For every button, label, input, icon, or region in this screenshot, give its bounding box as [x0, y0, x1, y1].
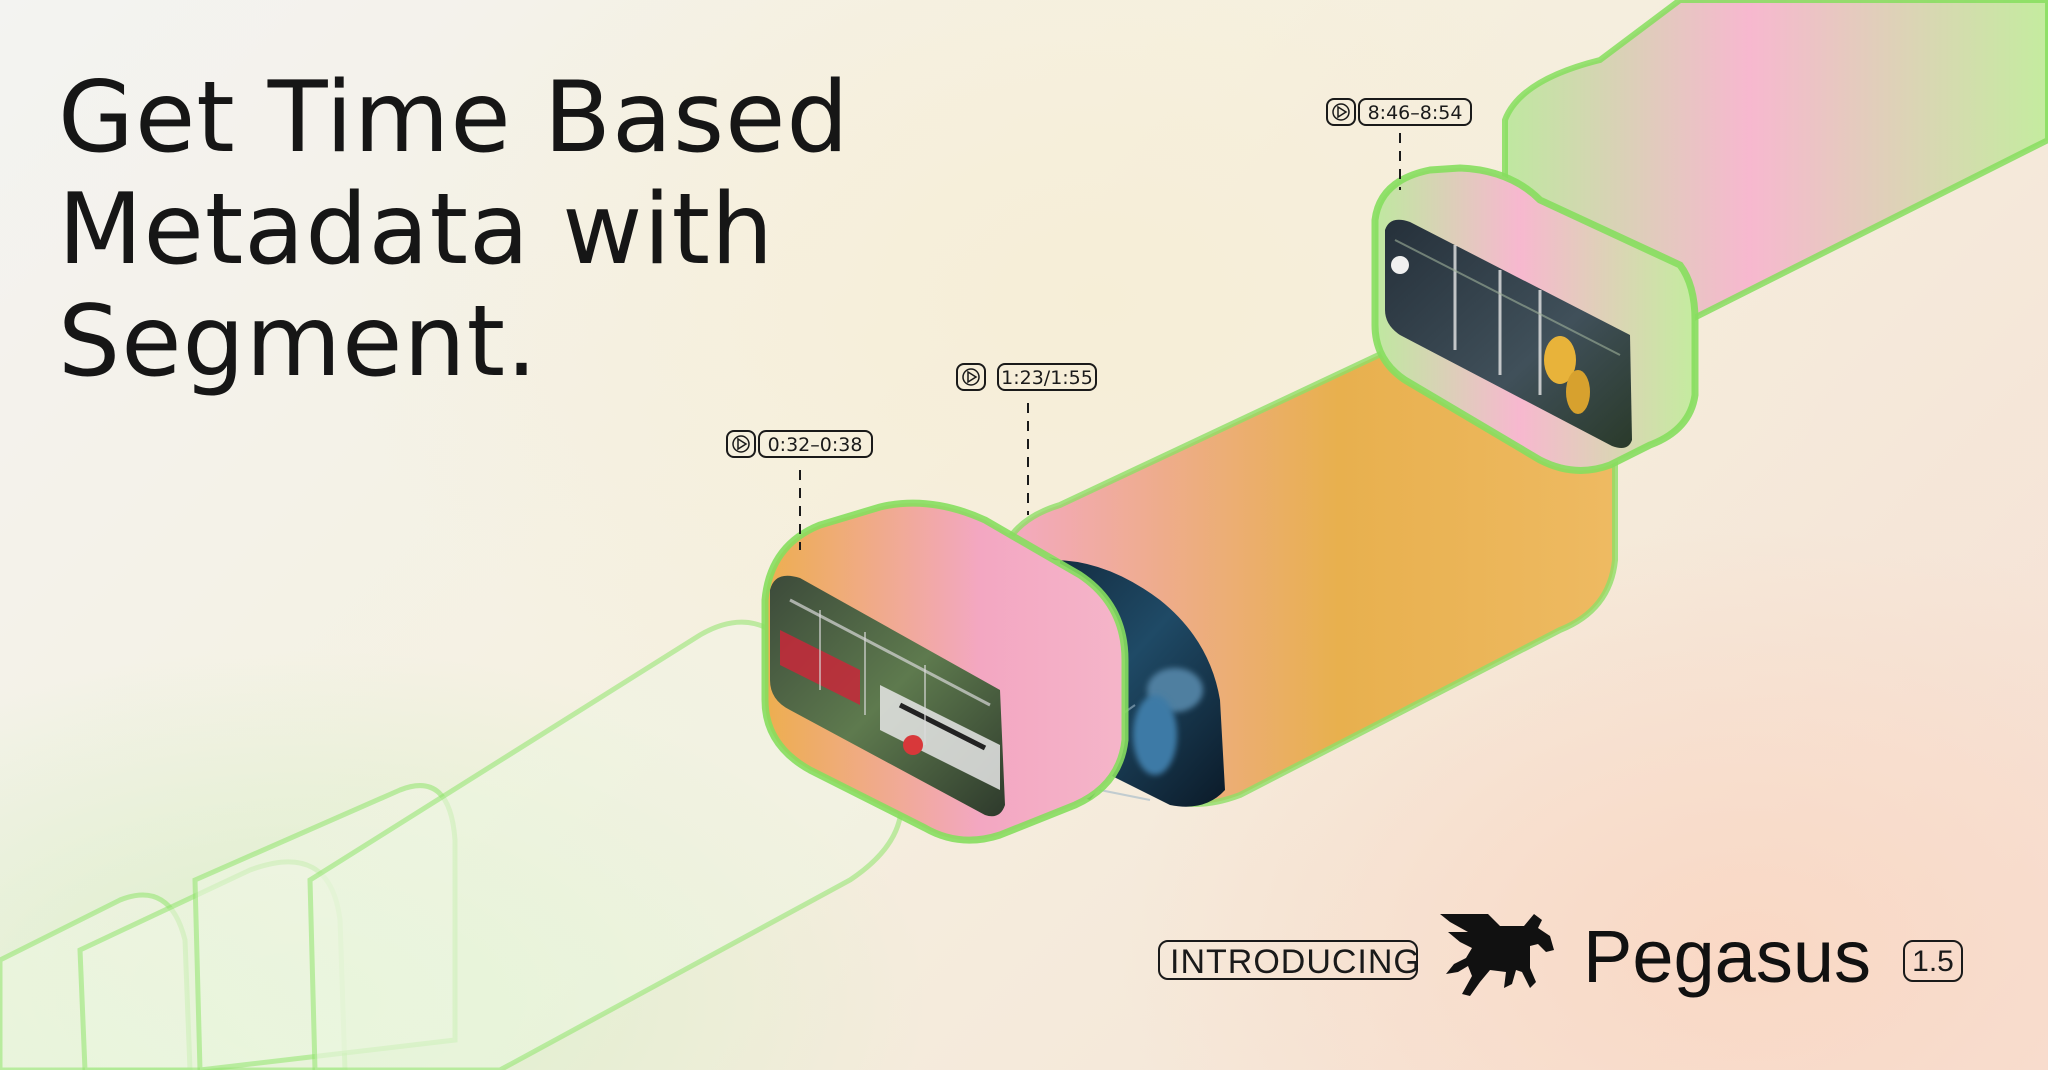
- version-badge: 1.5: [1903, 940, 1963, 982]
- segment-screen-right-detail: [1391, 239, 1621, 414]
- segment-screen-left-detail: [780, 598, 1000, 790]
- timestamp-label-2: 1:23/1:55: [1001, 367, 1093, 389]
- lane-bars: [0, 619, 904, 1070]
- product-name: Pegasus: [1583, 915, 1871, 998]
- introducing-badge: INTRODUCING: [1158, 940, 1420, 981]
- pegasus-logo-icon: [1440, 914, 1554, 996]
- timestamp-badge-3[interactable]: 8:46–8:54: [1326, 98, 1472, 126]
- timestamp-label-1: 0:32–0:38: [768, 434, 863, 456]
- headline-line-1: Get Time Based: [58, 61, 850, 175]
- play-icon: [956, 363, 986, 391]
- brand-lockup: INTRODUCING Pegasus 1.5: [1158, 910, 1968, 1020]
- headline-line-3: Segment.: [58, 285, 539, 399]
- play-icon: [1326, 98, 1356, 126]
- play-icon: [726, 430, 756, 458]
- headline-line-2: Metadata with: [58, 173, 775, 287]
- timestamp-badge-1[interactable]: 0:32–0:38: [726, 430, 873, 458]
- timestamp-connectors: [799, 133, 1401, 550]
- timestamp-badge-2[interactable]: 1:23/1:55: [956, 363, 1097, 391]
- timestamp-label-3: 8:46–8:54: [1368, 102, 1463, 124]
- headline: Get Time Based Metadata with Segment.: [58, 62, 850, 398]
